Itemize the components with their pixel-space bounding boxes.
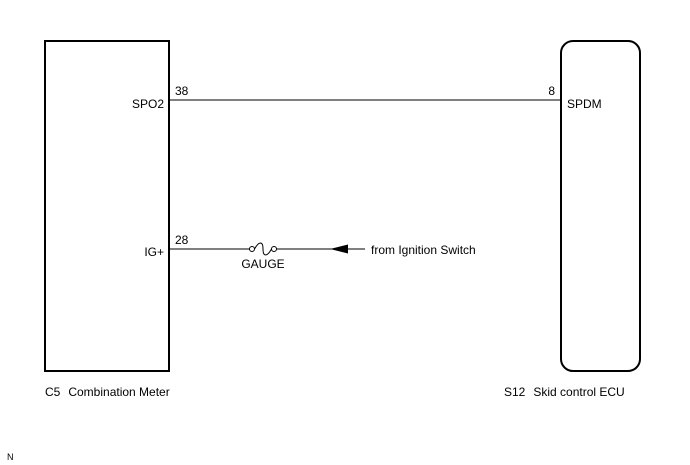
right-pin-number: 8 <box>548 84 555 98</box>
skid-control-ecu-caption: S12 Skid control ECU <box>504 385 625 399</box>
combination-meter-code: C5 <box>45 385 61 399</box>
power-terminal-label: IG+ <box>144 245 164 259</box>
combination-meter-caption: C5 Combination Meter <box>45 385 170 399</box>
combination-meter-name: Combination Meter <box>68 385 169 399</box>
left-pin-number: 38 <box>175 84 189 98</box>
fuse-icon <box>249 242 277 256</box>
right-terminal-label: SPDM <box>567 97 602 111</box>
combination-meter-box <box>44 40 170 372</box>
ignition-source-label: from Ignition Switch <box>371 243 476 257</box>
corner-mark: N <box>7 452 14 462</box>
fuse-label: GAUGE <box>241 257 284 271</box>
arrow-left-icon <box>330 244 348 254</box>
power-pin-number: 28 <box>175 233 189 247</box>
skid-control-ecu-box <box>560 40 641 372</box>
left-terminal-label: SPO2 <box>132 97 164 111</box>
skid-control-ecu-name: Skid control ECU <box>533 385 624 399</box>
skid-control-ecu-code: S12 <box>504 385 526 399</box>
